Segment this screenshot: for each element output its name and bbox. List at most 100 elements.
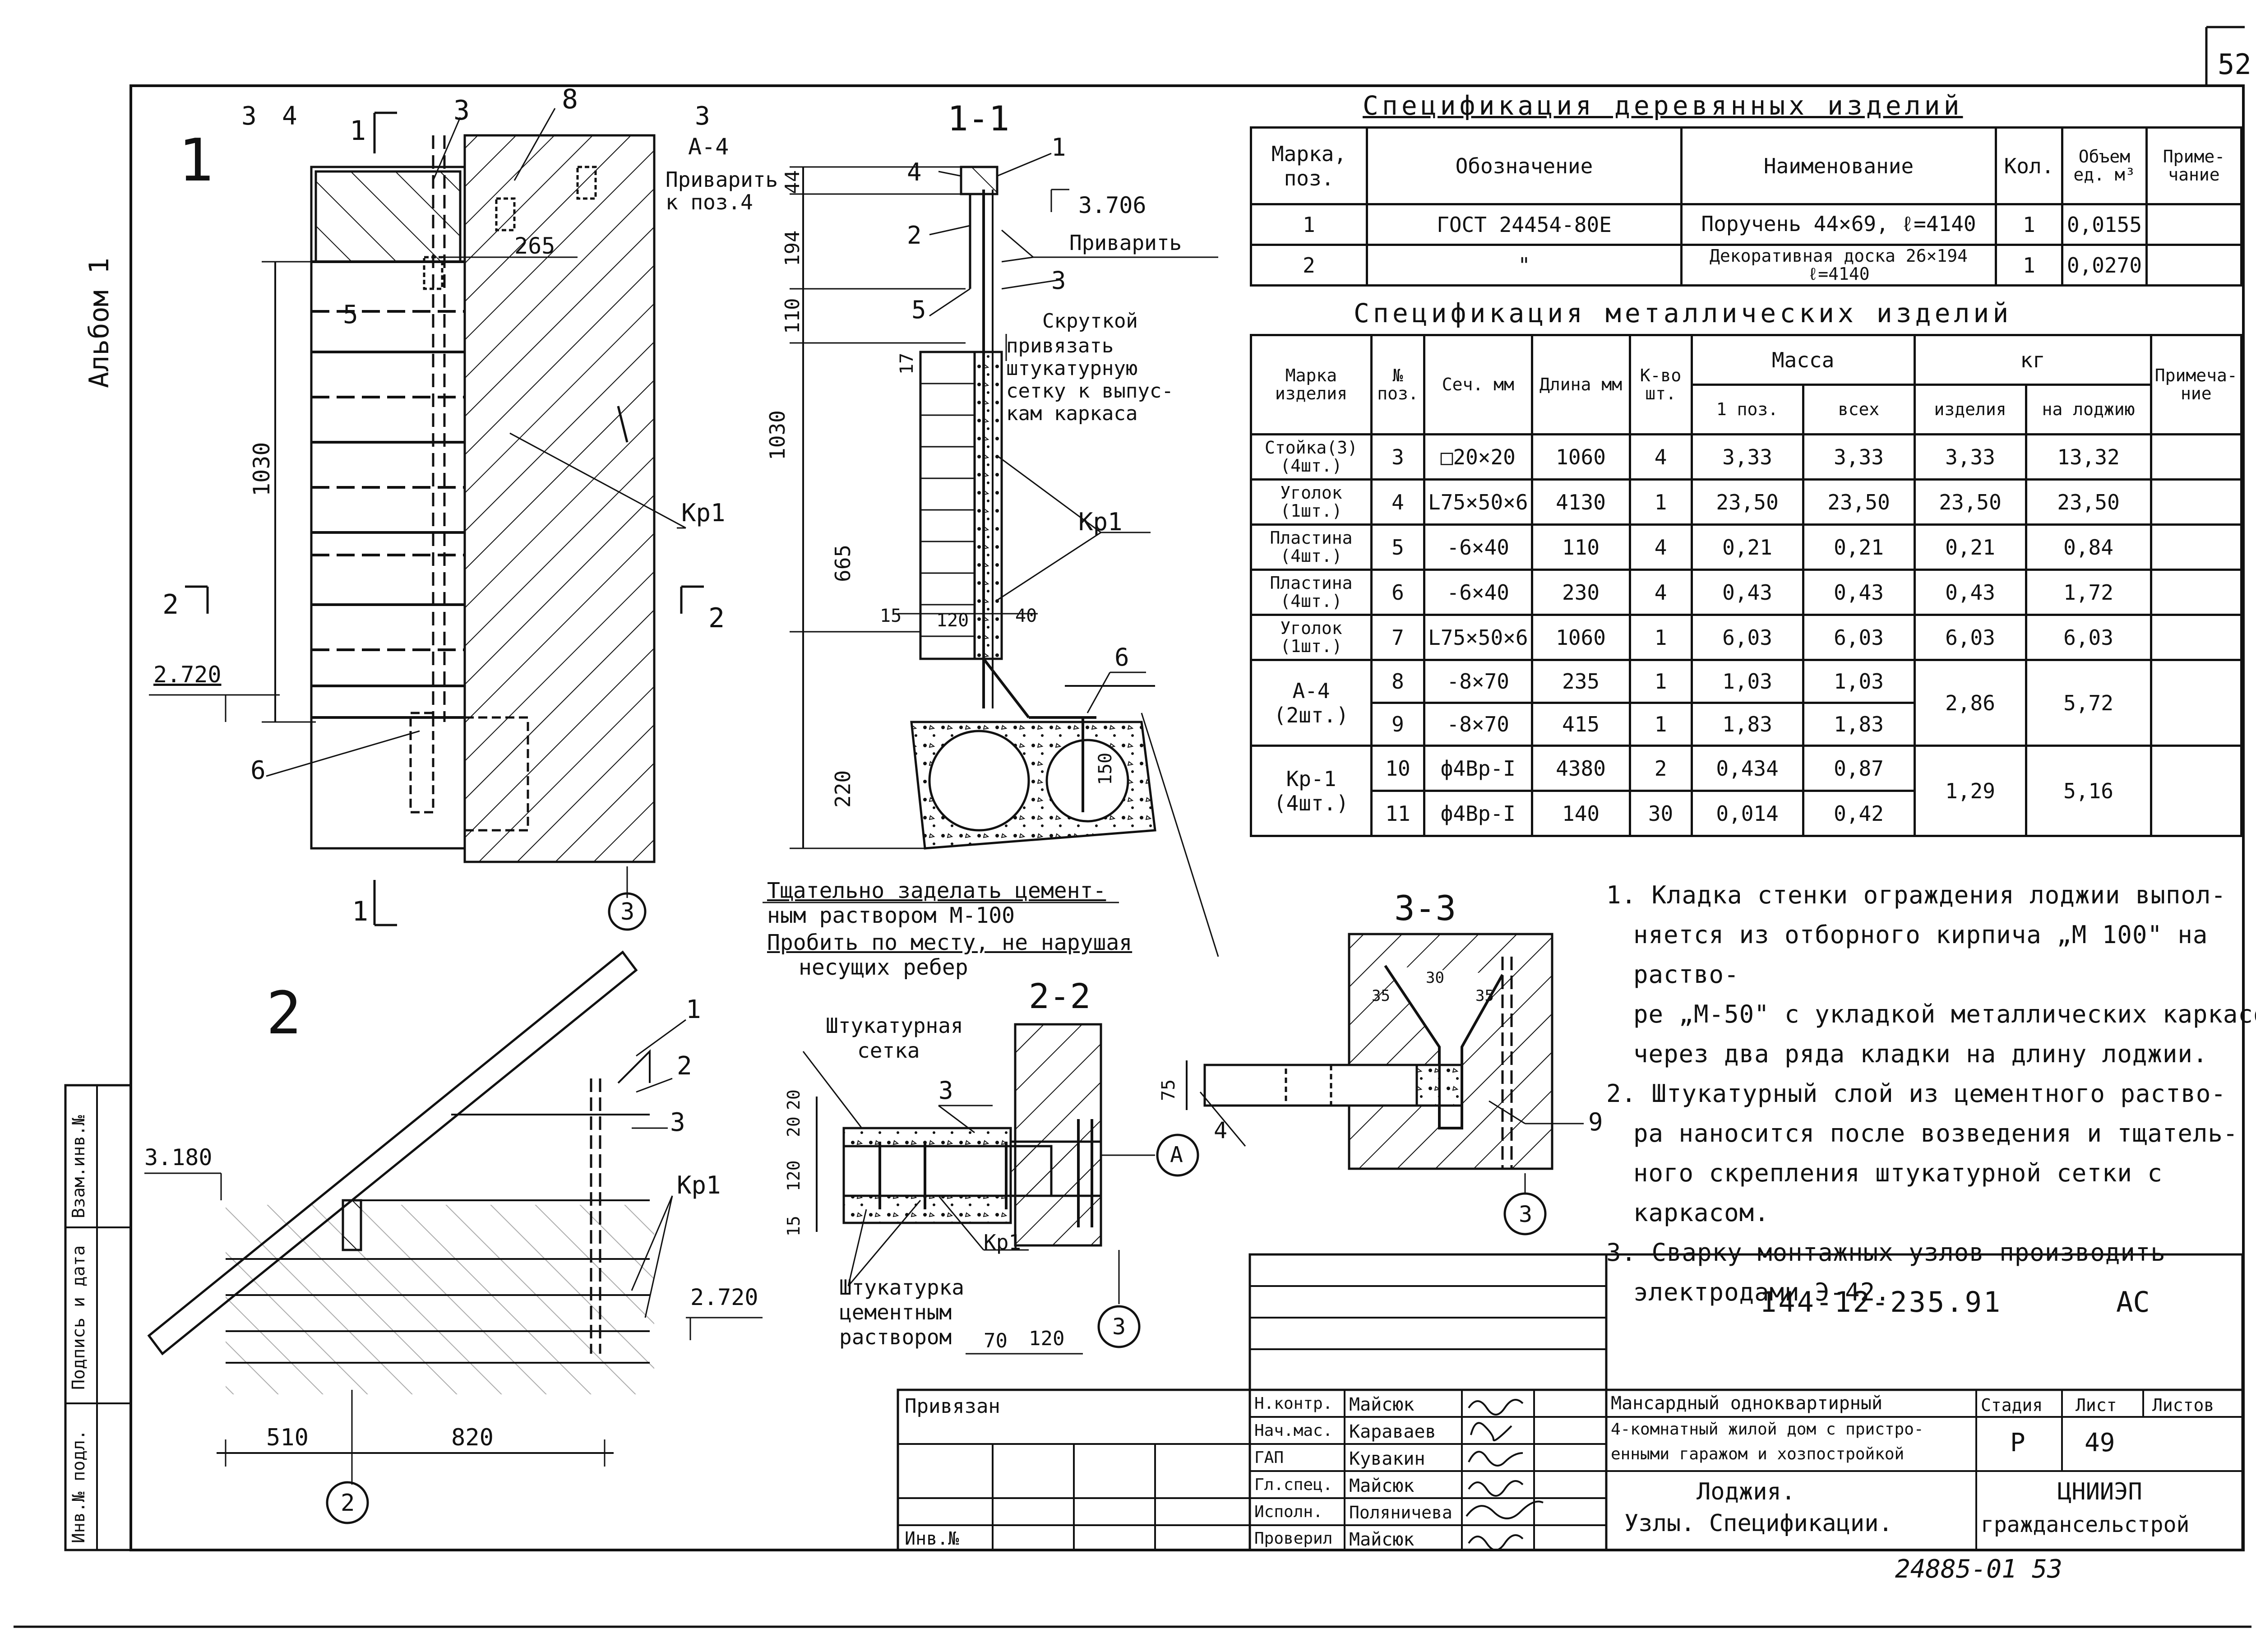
v1-level: 2.720: [153, 662, 222, 688]
v11-dim-15: 15: [880, 606, 902, 626]
metal-r2-qty: 1: [1628, 478, 1693, 526]
wood-r1-qty: 1: [1995, 203, 2063, 246]
v2-kr1: Кр1: [677, 1171, 721, 1199]
metal-r1-qty: 4: [1628, 433, 1693, 481]
metal-kr1-r1-all: 0,87: [1802, 745, 1916, 792]
note-line: через два ряда кладки на длину лоджии.: [1633, 1040, 2208, 1068]
v22-dim-20b: 20: [784, 1116, 804, 1137]
metal-r4-sec: -6×40: [1423, 569, 1533, 616]
sheet-title-1: Лоджия.: [1697, 1478, 1796, 1505]
v1-mark-3b: 3: [695, 102, 710, 131]
metal-r2-item: 23,50: [1913, 478, 2027, 526]
v22-dim-120b: 120: [1029, 1327, 1065, 1350]
metal-r4-item: 0,43: [1913, 569, 2027, 616]
metal-kr1-mark-1: Кр-1: [1286, 766, 1336, 791]
metal-r3-len: 110: [1530, 523, 1631, 571]
v11-dim-120: 120: [936, 610, 969, 631]
v11-dim-220: 220: [831, 770, 855, 808]
v1-cut-1-top: 1: [350, 115, 366, 147]
side-stamp-replace: Взам.инв.№: [69, 1115, 88, 1218]
project-line-1: Мансардный одноквартирный: [1611, 1393, 1883, 1414]
view-2-2: [802, 1023, 1199, 1355]
metal-r2-loggia: 23,50: [2025, 478, 2152, 526]
note-line: няется из отборного кирпича „М 100" на р…: [1633, 921, 2208, 989]
metal-r2-sec: L75×50×6: [1423, 478, 1533, 526]
v22-dim-70: 70: [984, 1329, 1008, 1352]
metal-a4-loggia: 5,72: [2025, 659, 2152, 747]
metal-r3-sec: -6×40: [1423, 523, 1533, 571]
inv-label: Инв.№: [905, 1528, 959, 1549]
stage-header: Стадия: [1981, 1395, 2043, 1415]
metal-kr1-mark: Кр-1(4шт.): [1250, 745, 1373, 837]
metal-kr1-item: 1,29: [1913, 745, 2027, 837]
table-row: 1 ГОСТ 24454-80Е Поручень 44×69, ℓ=4140 …: [1250, 203, 2242, 246]
metal-kr1-loggia: 5,16: [2025, 745, 2152, 837]
wood-h-qty: Кол.: [1995, 126, 2063, 205]
wood-r2-note: [2145, 244, 2242, 287]
metal-r2-pos: 4: [1370, 478, 1425, 526]
v1-pos-8: 8: [562, 83, 578, 115]
name-2: Караваев: [1349, 1421, 1436, 1442]
table-row: А-4(2шт.) 8 -8×70 235 1 1,03 1,03 2,86 5…: [1250, 659, 2243, 747]
table-row: Уголок (1шт.) 4 L75×50×6 4130 1 23,50 23…: [1250, 478, 2243, 526]
metal-r1-sec: □20×20: [1423, 433, 1533, 481]
note-line: электродами Э-42.: [1633, 1278, 1891, 1306]
v2-axis: 2: [341, 1490, 355, 1517]
v22-mesh-1: Штукатурная: [826, 1013, 963, 1038]
metal-a4-mark-1: А-4: [1292, 678, 1330, 703]
name-3: Кувакин: [1349, 1448, 1425, 1469]
table-row: Стойка(3) (4шт.) 3 □20×20 1060 4 3,33 3,…: [1250, 433, 2243, 481]
wood-spec-title: Спецификация деревянных изделий: [1363, 90, 1963, 121]
v2-level-2: 2.720: [690, 1284, 758, 1310]
metal-kr1-mark-2: (4шт.): [1273, 791, 1349, 815]
v11-dim-150: 150: [1095, 752, 1116, 785]
wood-r2-volume: 0,0270: [2061, 244, 2148, 287]
metal-a4-r2-all: 1,83: [1802, 702, 1916, 747]
metal-r1-item: 3,33: [1913, 433, 2027, 481]
v33-pos-9: 9: [1588, 1108, 1603, 1136]
metal-kr1-r1-qty: 2: [1628, 745, 1693, 792]
metal-r2-len: 4130: [1530, 478, 1631, 526]
metal-kr1-r2-sec: ф4Вр-I: [1423, 790, 1533, 837]
metal-r3-one: 0,21: [1690, 523, 1804, 571]
v1-cut-2-right: 2: [708, 602, 725, 634]
v22-pos-3: 3: [938, 1076, 953, 1105]
metal-h-item: изделия: [1913, 384, 2027, 435]
metal-r4-mark: Пластина (4шт.): [1250, 569, 1373, 616]
wood-r1-designation: ГОСТ 24454-80Е: [1366, 203, 1683, 246]
v33-angle-35b: 35: [1475, 987, 1494, 1005]
metal-kr1-r2-pos: 11: [1370, 790, 1425, 837]
table-row: 9 -8×70 415 1 1,83 1,83: [1251, 702, 2242, 747]
v1-axis-mark: 3: [620, 898, 635, 925]
project-line-3: енными гаражом и хозпостройкой: [1611, 1445, 1905, 1463]
name-5: Поляничева: [1349, 1503, 1452, 1522]
metal-h-kg: кг: [1913, 334, 2152, 386]
metal-r3-qty: 4: [1628, 523, 1693, 571]
metal-kr1-r1-len: 4380: [1530, 745, 1631, 792]
metal-h-len: Длина мм: [1530, 334, 1631, 435]
v11-twist-2: привязать: [1006, 334, 1114, 357]
metal-r3-mark: Пластина (4шт.): [1250, 523, 1373, 571]
view-1-elevation: [149, 108, 704, 931]
v1-pos-6: 6: [250, 756, 266, 785]
bound-label: Привязан: [905, 1395, 1000, 1418]
v22-node-a: A: [1170, 1142, 1183, 1167]
view-1-title: 1: [178, 126, 214, 194]
metal-a4-r1-sec: -8×70: [1423, 659, 1533, 704]
view-3-3-title: 3-3: [1394, 888, 1456, 928]
v11-dim-40: 40: [1015, 606, 1037, 626]
metal-r1-loggia: 13,32: [2025, 433, 2152, 481]
wood-r2-name: Декоративная доска 26×194 ℓ=4140: [1680, 244, 1997, 287]
role-1: Н.контр.: [1254, 1394, 1333, 1413]
v11-twist-1: Скруткой: [1042, 310, 1138, 333]
metal-r2-all: 23,50: [1802, 478, 1916, 526]
v22-kr1: Кр1: [984, 1230, 1022, 1254]
v11-pos-4: 4: [907, 158, 922, 186]
metal-r3-pos: 5: [1370, 523, 1425, 571]
v11-dim-194: 194: [781, 230, 804, 266]
metal-kr1-r1-sec: ф4Вр-I: [1423, 745, 1533, 792]
v11-dim-44: 44: [781, 170, 804, 194]
metal-r1-one: 3,33: [1690, 433, 1804, 481]
doc-suffix: АС: [2116, 1286, 2150, 1319]
metal-r5-one: 6,03: [1690, 614, 1804, 661]
